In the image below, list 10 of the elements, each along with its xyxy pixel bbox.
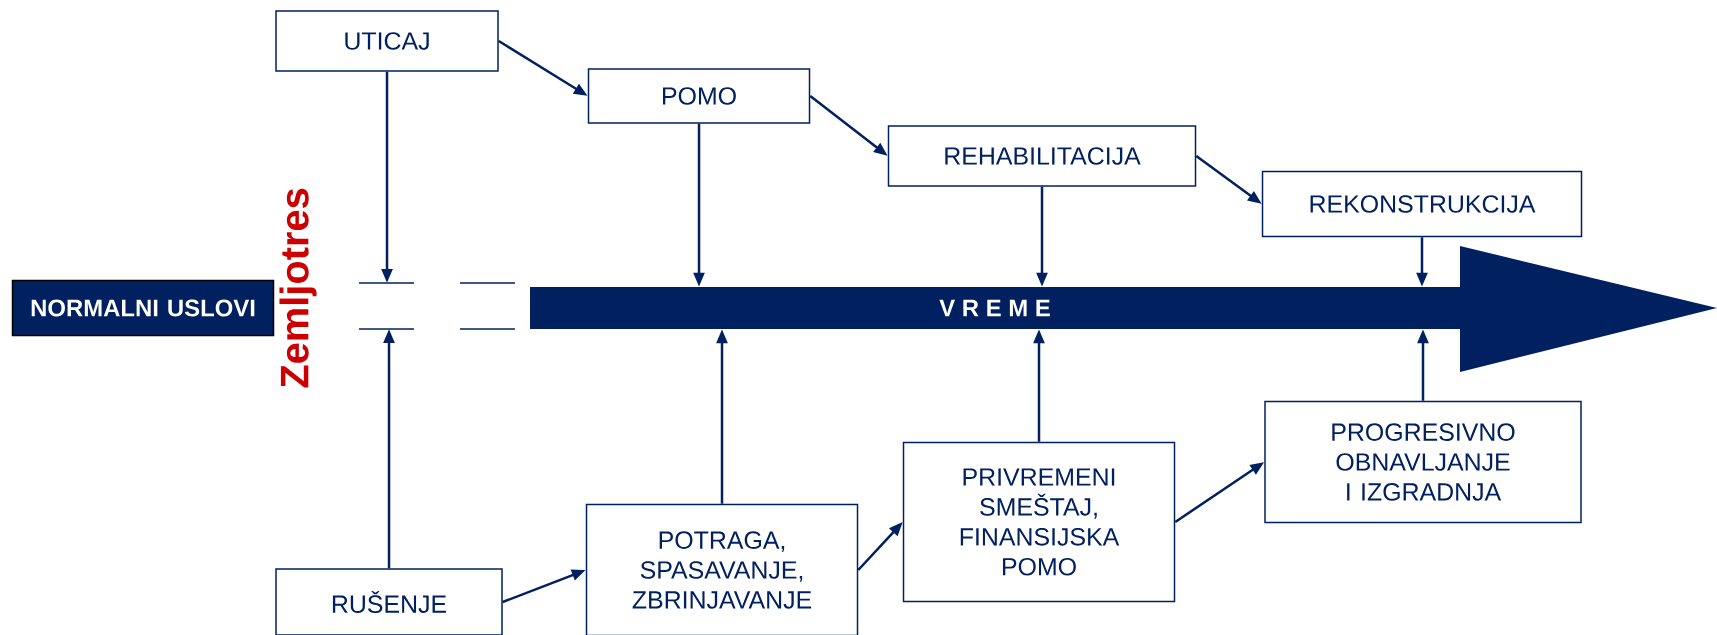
process-box: REHABILITACIJA <box>887 125 1197 187</box>
event-label: Zemljotres <box>279 188 317 388</box>
state-box: NORMALNI USLOVI <box>11 279 275 337</box>
process-box: PROGRESIVNO OBNAVLJANJE I IZGRADNJA <box>1264 400 1582 524</box>
process-box: POMO <box>587 68 811 124</box>
process-box: PRIVREMENI SMEŠTAJ, FINANSIJSKA POMO <box>902 441 1176 603</box>
process-box: REKONSTRUKCIJA <box>1261 170 1583 238</box>
process-box: RUŠENJE <box>275 568 503 635</box>
process-box: POTRAGA, SPASAVANJE, ZBRINJAVANJE <box>585 503 859 635</box>
process-box: UTICAJ <box>275 10 499 72</box>
